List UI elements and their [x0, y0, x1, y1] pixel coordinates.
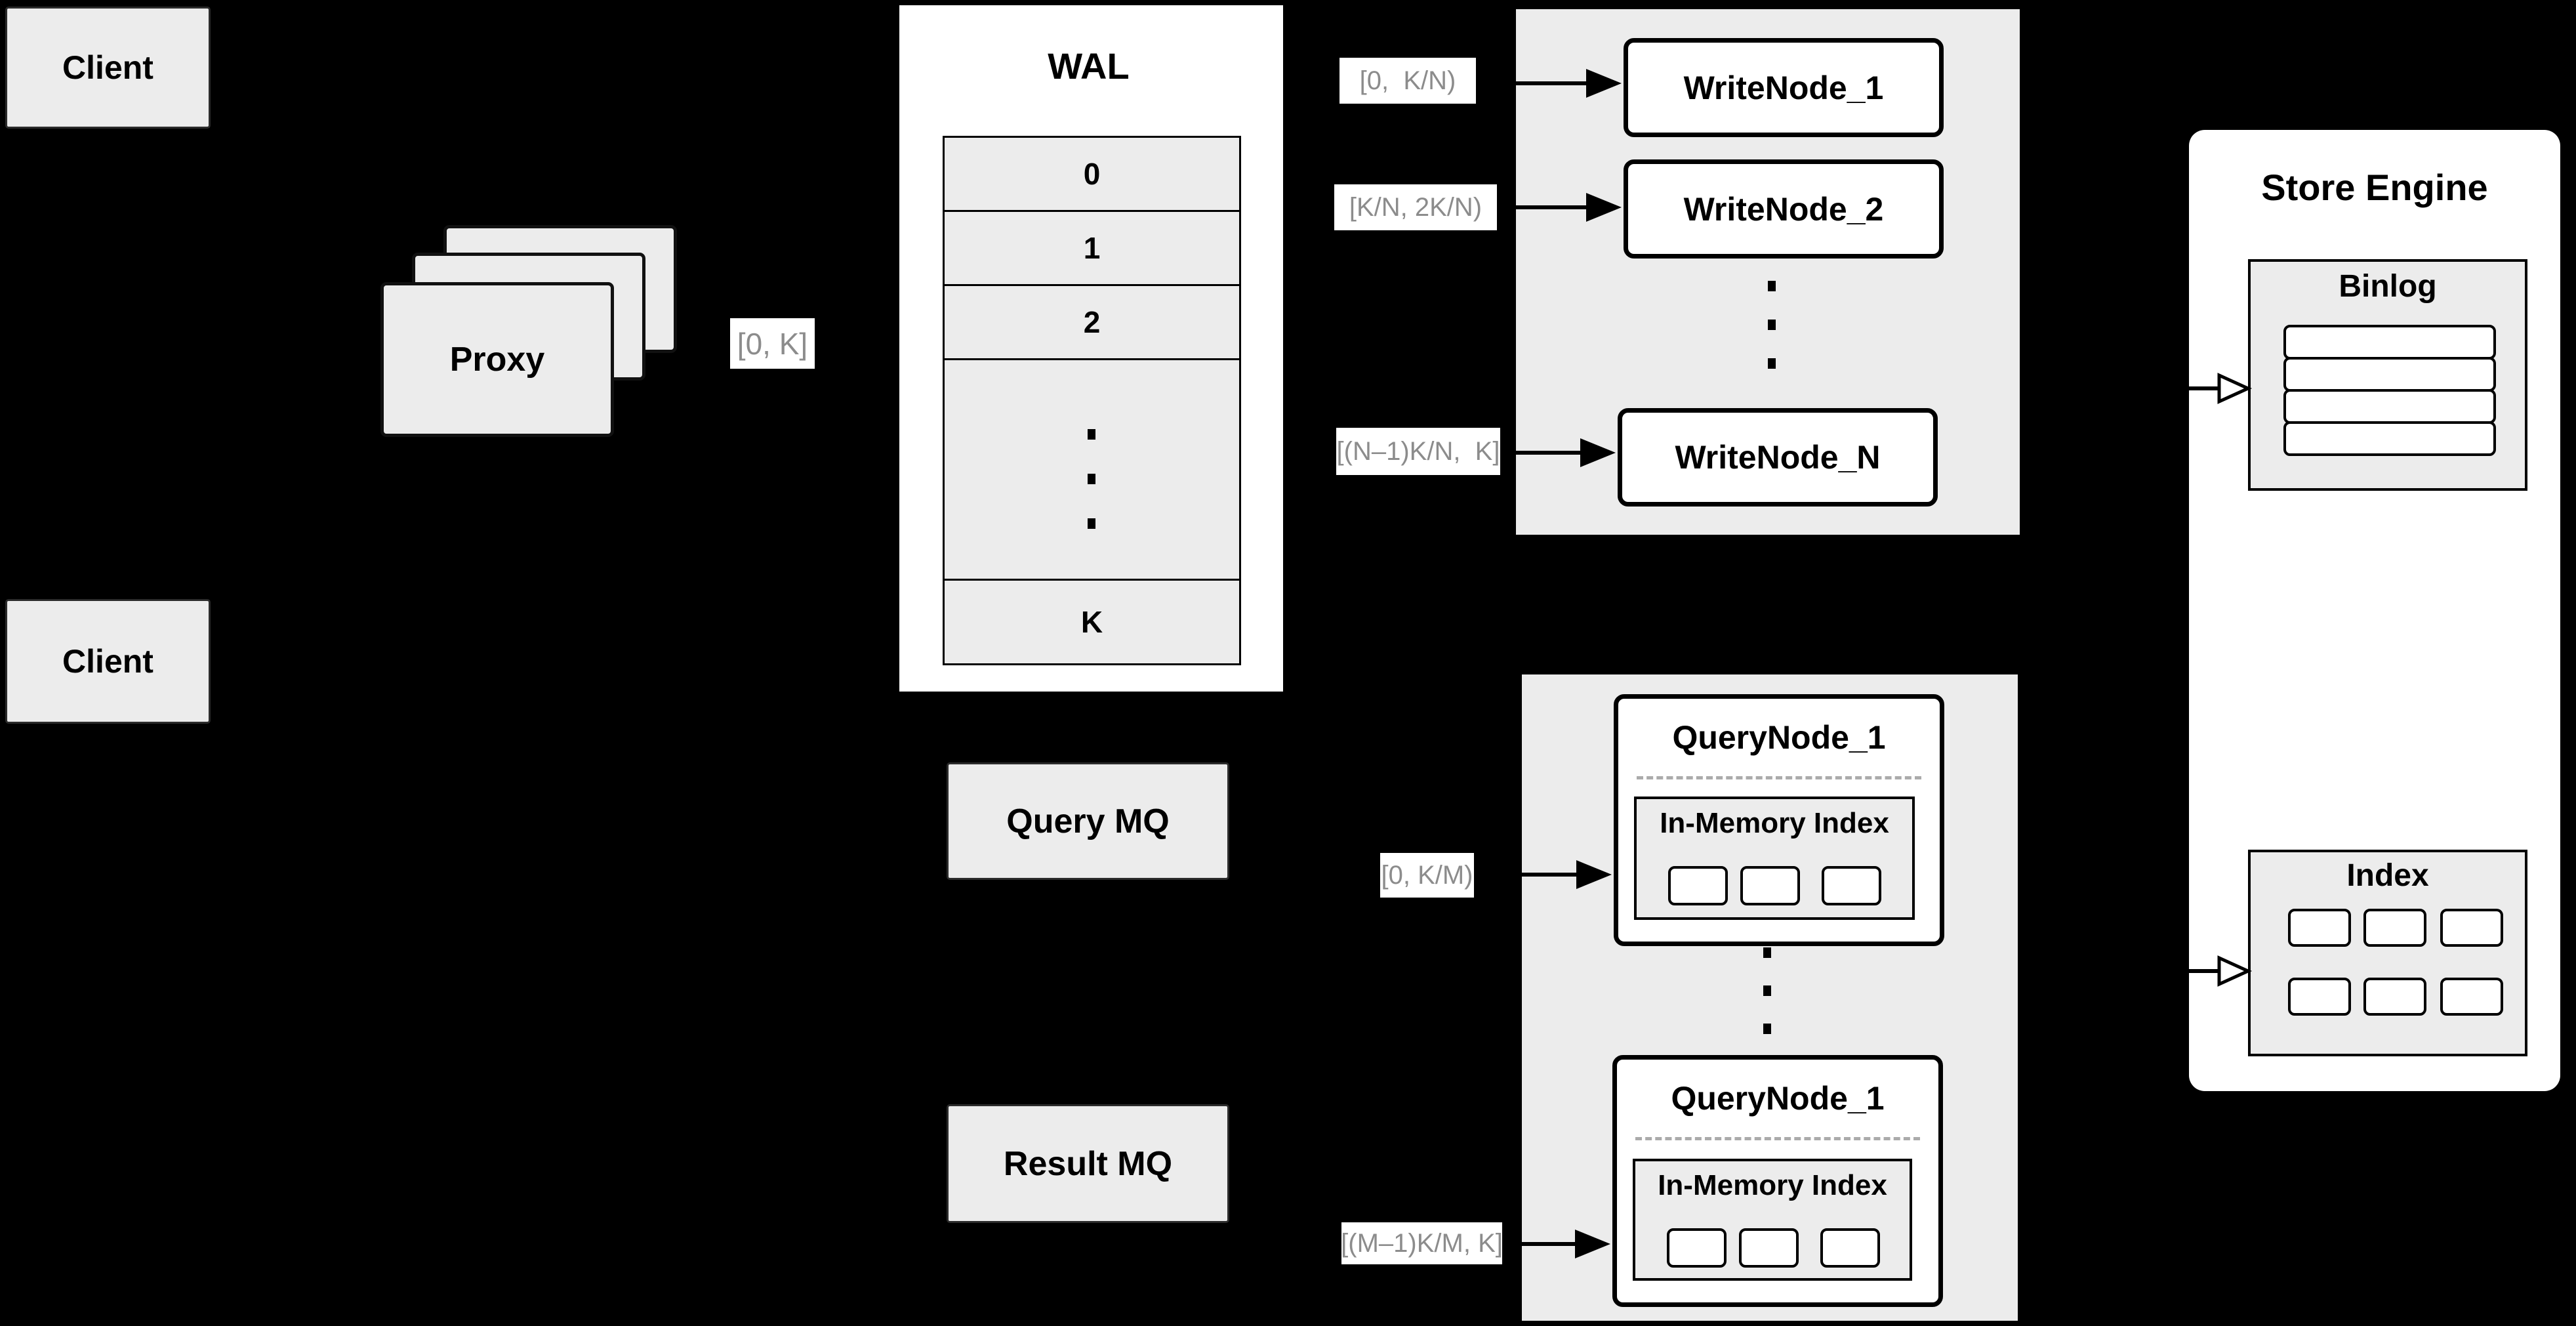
in-memory-index-box: In-Memory Index — [1634, 797, 1915, 920]
memory-segment — [1668, 866, 1728, 905]
index-segment — [2288, 978, 2351, 1016]
wal-row-1: 1 — [945, 212, 1239, 286]
wal-table: 0 1 2 K — [943, 136, 1241, 665]
binlog-row — [2283, 357, 2496, 392]
client-box-bottom: Client — [5, 599, 211, 724]
range-label-write-2: [K/N, 2K/N) — [1334, 184, 1497, 230]
binlog-row — [2283, 421, 2496, 456]
memory-segment — [1739, 1228, 1799, 1268]
range-label-query-2: [(M–1)K/M, K] — [1341, 1222, 1503, 1264]
index-segment — [2440, 909, 2503, 947]
memory-segment — [1740, 866, 1800, 905]
binlog-rows — [2283, 325, 2496, 456]
in-memory-index-box: In-Memory Index — [1633, 1159, 1912, 1281]
ellipsis-dot — [1768, 358, 1776, 369]
query-node-1-title: QueryNode_1 — [1672, 719, 1886, 756]
range-label-write-1: [0, K/N) — [1339, 58, 1476, 104]
wal-title: WAL — [1048, 45, 1130, 87]
ellipsis-dot — [1088, 518, 1095, 529]
memory-segment — [1822, 866, 1881, 905]
dashed-divider — [1635, 1137, 1920, 1140]
index-segment — [2363, 978, 2426, 1016]
ellipsis-dot — [1768, 281, 1776, 291]
ellipsis-dot — [1763, 947, 1771, 958]
index-segment — [2363, 909, 2426, 947]
binlog-row — [2283, 325, 2496, 360]
in-memory-index-title: In-Memory Index — [1658, 1169, 1887, 1201]
ellipsis-dot — [1768, 320, 1776, 330]
ellipsis-dot — [1763, 985, 1771, 996]
client-box-top: Client — [5, 7, 211, 129]
wal-row-2: 2 — [945, 286, 1239, 360]
index-title: Index — [2346, 858, 2429, 893]
binlog-title: Binlog — [2339, 269, 2437, 304]
range-label-query-1: [0, K/M) — [1380, 853, 1474, 898]
ellipsis-dot — [1088, 474, 1095, 484]
hollow-arrow-to-binlog-icon — [2161, 373, 2253, 404]
index-segment — [2288, 909, 2351, 947]
range-label-write-n: [(N–1)K/N, K] — [1336, 428, 1500, 475]
hollow-arrow-to-index-icon — [2161, 955, 2253, 987]
memory-segment — [1667, 1228, 1727, 1268]
store-engine-title: Store Engine — [2261, 166, 2488, 208]
index-box: Index — [2248, 850, 2527, 1056]
write-node-n-box: WriteNode_N — [1618, 408, 1938, 507]
binlog-row — [2283, 389, 2496, 424]
range-label-proxy-wal: [0, K] — [730, 318, 815, 369]
ellipsis-dot — [1088, 429, 1095, 440]
in-memory-index-title: In-Memory Index — [1660, 807, 1889, 839]
index-segment — [2440, 978, 2503, 1016]
query-mq-box: Query MQ — [947, 762, 1229, 880]
query-node-2-box: QueryNode_1 In-Memory Index — [1612, 1055, 1943, 1307]
write-node-1-box: WriteNode_1 — [1624, 38, 1944, 137]
query-node-1-box: QueryNode_1 In-Memory Index — [1614, 694, 1944, 946]
wal-row-k: K — [945, 581, 1239, 663]
wal-ellipsis-cell — [945, 360, 1239, 581]
write-node-2-box: WriteNode_2 — [1624, 159, 1944, 259]
result-mq-box: Result MQ — [947, 1104, 1229, 1223]
proxy-card-front: Proxy — [380, 282, 614, 437]
binlog-box: Binlog — [2248, 259, 2527, 491]
wal-row-0: 0 — [945, 138, 1239, 212]
query-node-2-title: QueryNode_1 — [1671, 1080, 1885, 1117]
dashed-divider — [1637, 776, 1921, 779]
memory-segment — [1820, 1228, 1880, 1268]
ellipsis-dot — [1763, 1024, 1771, 1034]
